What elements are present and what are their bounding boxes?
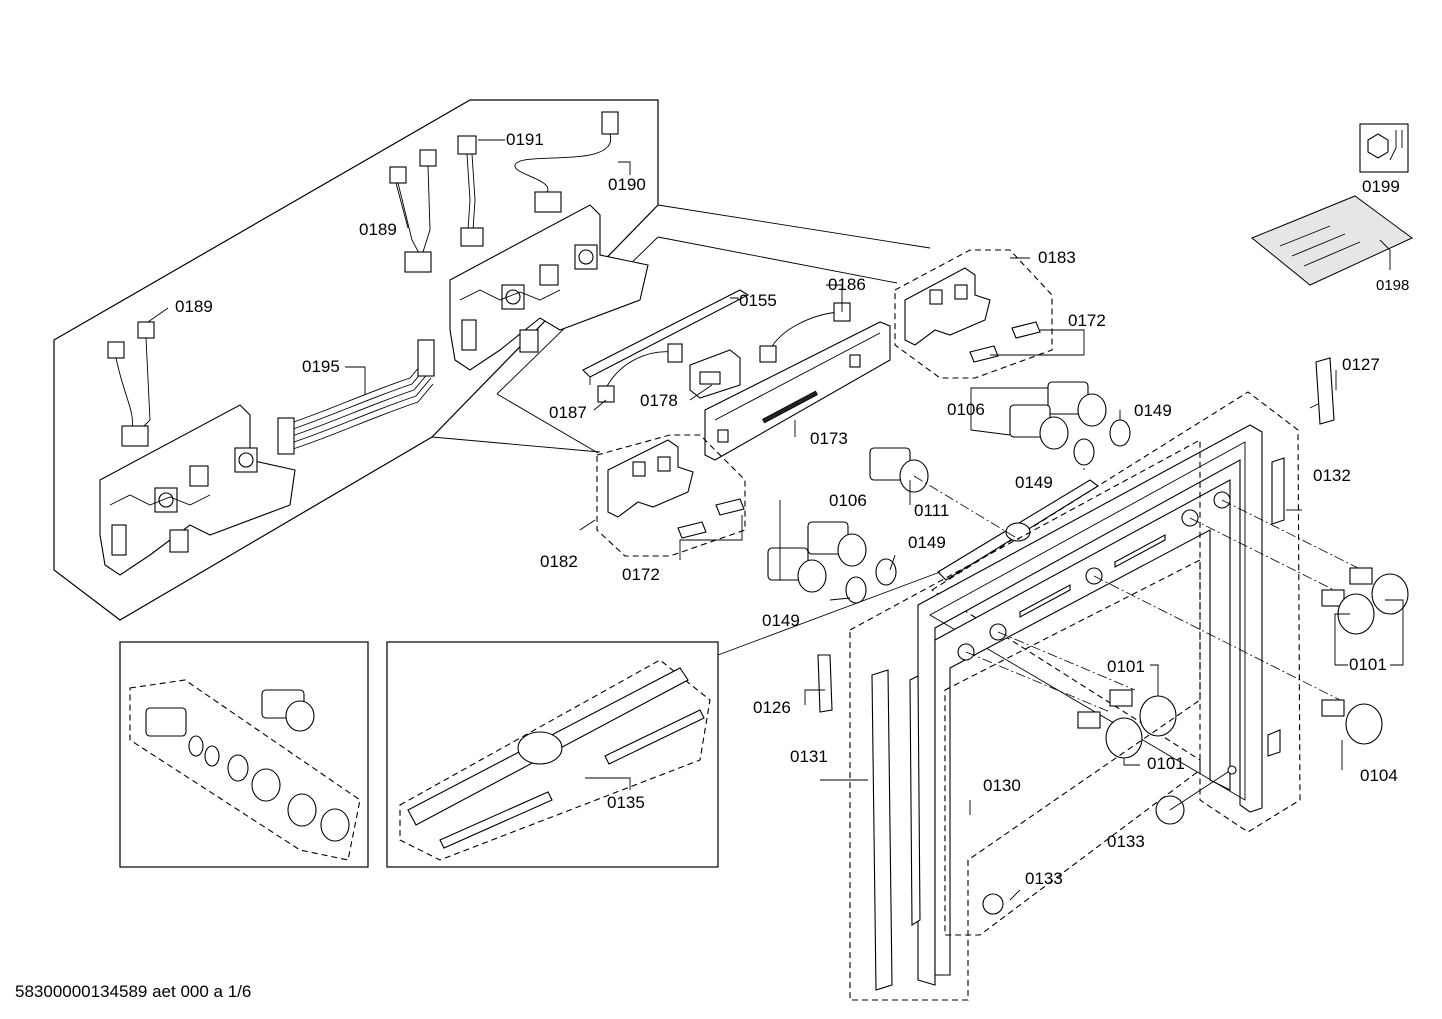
- cap-0133-right: [1155, 765, 1237, 825]
- cable-0186: [759, 302, 851, 363]
- clip-0126: [817, 654, 833, 713]
- label-0101-lower: 0101: [1147, 754, 1185, 773]
- side-strip-0131: [871, 669, 921, 991]
- label-0149-upper-left: 0149: [1015, 473, 1053, 492]
- knob-0104: [1321, 699, 1383, 745]
- group-link-line: [431, 436, 601, 453]
- label-0172-lower: 0172: [622, 565, 660, 584]
- label-0190: 0190: [608, 175, 646, 194]
- label-0133-bottom: 0133: [1025, 869, 1063, 888]
- inset-led-strip-parts: [407, 571, 941, 849]
- inset-switch-parts: [145, 689, 350, 842]
- leaders: [147, 139, 1404, 901]
- label-0182: 0182: [540, 552, 578, 571]
- label-0104: 0104: [1360, 766, 1398, 785]
- label-0183: 0183: [1038, 248, 1076, 267]
- label-0189-upper: 0189: [359, 220, 397, 239]
- label-0186: 0186: [828, 275, 866, 294]
- label-0133-right: 0133: [1107, 832, 1145, 851]
- label-0127: 0127: [1342, 355, 1380, 374]
- module-0182: [607, 439, 694, 518]
- board-0173: [704, 321, 891, 461]
- rail-0155: [582, 289, 750, 385]
- label-0131: 0131: [790, 747, 828, 766]
- knob-0101-center-b: [1077, 711, 1143, 759]
- label-0149-lower-left: 0149: [762, 611, 800, 630]
- part-0178: [689, 349, 741, 399]
- label-0106-upper: 0106: [947, 400, 985, 419]
- ribbon-cable: [277, 339, 435, 455]
- switch-0106-upper-a: [1047, 381, 1107, 427]
- label-0101-right: 0101: [1349, 655, 1387, 674]
- group-link-line: [657, 236, 898, 284]
- inset-switch-assembly-dashed: [129, 679, 361, 861]
- group-link-line: [657, 204, 931, 249]
- cable-0190: [514, 111, 619, 213]
- alignment-lines: [913, 475, 1373, 713]
- label-0149-lower-right: 0149: [908, 533, 946, 552]
- label-0111: 0111: [914, 501, 949, 520]
- label-0191: 0191: [506, 130, 544, 149]
- knob-0101-right-a: [1349, 567, 1409, 615]
- led-strip: [937, 479, 1099, 581]
- inset-led-strip-dashed: [399, 659, 711, 861]
- group-link-line: [496, 393, 599, 454]
- knob-0101-right-b: [1321, 589, 1375, 635]
- knob-0101-center-a: [1109, 689, 1177, 737]
- label-0149-upper-right: 0149: [1134, 401, 1172, 420]
- pin-0172-upper: [969, 321, 1041, 363]
- harness-0189-upper: [389, 149, 437, 273]
- label-0155: 0155: [739, 291, 777, 310]
- label-0130: 0130: [983, 776, 1021, 795]
- cap-0133-bottom: [982, 893, 1004, 915]
- module-0183: [904, 267, 991, 346]
- document-footer-id: 58300000134589 aet 000 a 1/6: [15, 982, 251, 1001]
- label-0195: 0195: [302, 357, 340, 376]
- cable-0191: [457, 135, 484, 247]
- control-module-lower: [99, 404, 296, 576]
- label-0199: 0199: [1362, 177, 1400, 196]
- label-0178: 0178: [640, 391, 678, 410]
- display-slot-1: [1019, 584, 1071, 618]
- label-0173: 0173: [810, 429, 848, 448]
- harness-0189-lower: [107, 321, 155, 447]
- control-module-upper: [449, 204, 649, 371]
- control-panel-fascia: [917, 424, 1263, 986]
- switch-0111: [869, 447, 929, 493]
- group-0183-frame: [894, 249, 1053, 379]
- label-0106-lower: 0106: [829, 491, 867, 510]
- screw-bag: [1251, 195, 1413, 286]
- label-0135: 0135: [607, 793, 645, 812]
- switch-0106-lower-b: [767, 547, 827, 593]
- group-0182-frame: [596, 434, 746, 557]
- label-0132: 0132: [1313, 466, 1351, 485]
- label-0101-center: 0101: [1107, 657, 1145, 676]
- label-0189-lower: 0189: [175, 297, 213, 316]
- cable-0187: [597, 343, 683, 403]
- panel-0132-frame: [930, 391, 1301, 833]
- label-0198: 0198: [1376, 277, 1409, 294]
- inset-switch-assembly-frame: [119, 641, 369, 868]
- ring-0149-lower: [845, 558, 897, 604]
- tool-icon: [1359, 123, 1409, 173]
- label-0172-upper: 0172: [1068, 311, 1106, 330]
- frame-0131-outline: [849, 439, 1201, 1001]
- display-slot-2: [1114, 534, 1166, 568]
- label-0126: 0126: [753, 698, 791, 717]
- inset-led-strip-frame: [386, 641, 719, 868]
- pin-0172-lower: [677, 498, 745, 539]
- bracket-0127: [1309, 357, 1335, 425]
- frame-0130-outline: [944, 559, 1201, 936]
- label-0187: 0187: [549, 403, 587, 422]
- side-bracket-0132: [1267, 457, 1285, 757]
- ring-0149-upper: [1073, 419, 1131, 466]
- switch-0106-lower-a: [807, 521, 867, 567]
- switch-0106-upper-b: [1009, 404, 1069, 450]
